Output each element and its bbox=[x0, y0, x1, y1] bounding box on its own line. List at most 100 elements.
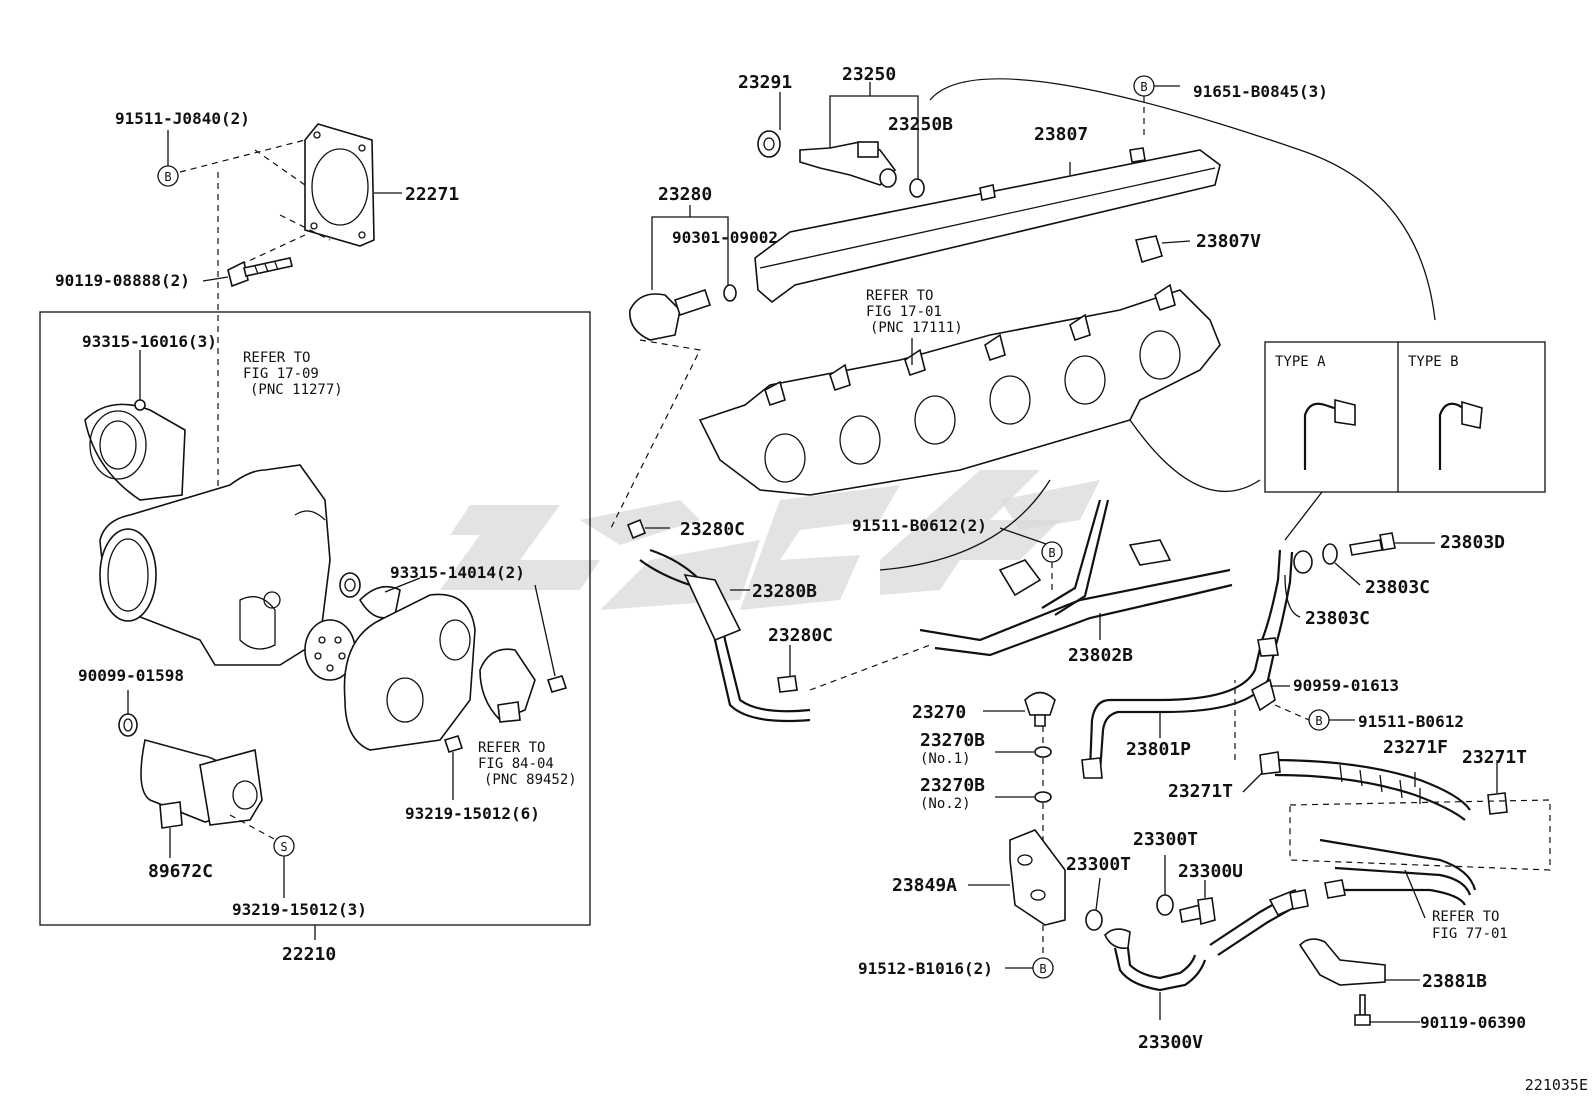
svg-text:B: B bbox=[1048, 546, 1055, 560]
svg-text:(PNC 11277): (PNC 11277) bbox=[250, 382, 343, 398]
throttle-adapter bbox=[84, 399, 186, 501]
fuel-hose-23271f bbox=[1269, 758, 1471, 821]
fuel-pipe-23802b bbox=[919, 499, 1233, 657]
label-23803c-a: 23803C bbox=[1365, 577, 1430, 598]
injector-seal-23291 bbox=[757, 130, 781, 158]
label-23803d: 23803D bbox=[1440, 532, 1505, 553]
bracket-90959-01613 bbox=[1250, 678, 1276, 712]
label-23300t-left: 23300T bbox=[1066, 854, 1131, 875]
svg-text:FIG 17-01: FIG 17-01 bbox=[866, 304, 942, 320]
svg-text:(PNC 17111): (PNC 17111) bbox=[870, 320, 963, 336]
clamp-23881b bbox=[1298, 938, 1386, 986]
seal-ring bbox=[339, 572, 361, 598]
clip-23280c-top bbox=[626, 518, 647, 540]
ref-fig-84-04: REFER TO FIG 84-04 (PNC 89452) bbox=[478, 740, 577, 788]
gasket-23270b-no1 bbox=[1034, 746, 1052, 758]
label-23300u: 23300U bbox=[1178, 861, 1243, 882]
type-b-label: TYPE B bbox=[1408, 354, 1459, 370]
label-91651-b0845: 91651-B0845(3) bbox=[1193, 82, 1328, 101]
figure-id: 221035E bbox=[1525, 1076, 1588, 1094]
pressure-regulator-23280 bbox=[629, 284, 737, 341]
symbol-s-93219: S bbox=[273, 835, 295, 857]
svg-text:FIG 17-09: FIG 17-09 bbox=[243, 366, 319, 382]
label-23881b: 23881B bbox=[1422, 971, 1487, 992]
label-22271: 22271 bbox=[405, 184, 459, 205]
o-ring-90099-01598 bbox=[118, 713, 138, 737]
label-23280c-bottom: 23280C bbox=[768, 625, 833, 646]
label-91512-b1016: 91512-B1016(2) bbox=[858, 959, 993, 978]
symbol-b-91651-b0845: B bbox=[1133, 75, 1155, 97]
bolt-90119-08888 bbox=[227, 257, 293, 288]
fuel-pipe-23801p bbox=[1081, 549, 1294, 779]
fuel-rail-23807 bbox=[754, 147, 1221, 304]
bracket-23849a bbox=[1009, 829, 1066, 926]
screw-93315-14014 bbox=[546, 675, 568, 693]
label-23807: 23807 bbox=[1034, 124, 1088, 145]
gasket-23300t-right bbox=[1156, 894, 1174, 916]
label-93315-16016: 93315-16016(3) bbox=[82, 332, 217, 351]
label-22210: 22210 bbox=[282, 944, 336, 965]
gasket-23300t-left bbox=[1085, 909, 1103, 931]
label-23270: 23270 bbox=[912, 702, 966, 723]
clip-23280c-bottom bbox=[777, 675, 798, 693]
label-91511-j0840: 91511-J0840(2) bbox=[115, 109, 250, 128]
hose-23280b bbox=[639, 548, 811, 723]
svg-text:REFER TO: REFER TO bbox=[243, 350, 310, 366]
union-bolt-23300u bbox=[1179, 897, 1216, 926]
symbol-b-91512-b1016: B bbox=[1032, 957, 1054, 979]
svg-text:FIG 84-04: FIG 84-04 bbox=[478, 756, 554, 772]
label-23280: 23280 bbox=[658, 184, 712, 205]
label-90119-08888: 90119-08888(2) bbox=[55, 271, 190, 290]
label-23270b-no2: 23270B bbox=[920, 775, 985, 796]
damper-23807v bbox=[1135, 235, 1163, 264]
label-23270b-no1: 23270B bbox=[920, 730, 985, 751]
screw-93219-15012-6 bbox=[443, 735, 464, 753]
type-legend: TYPE A TYPE B bbox=[1264, 341, 1546, 493]
label-23280b: 23280B bbox=[752, 581, 817, 602]
label-23271t-right: 23271T bbox=[1462, 747, 1527, 768]
label-23803c-b: 23803C bbox=[1305, 608, 1370, 629]
label-no1: (No.1) bbox=[920, 751, 971, 767]
label-no2: (No.2) bbox=[920, 796, 971, 812]
throttle-body-main bbox=[99, 464, 331, 666]
label-23291: 23291 bbox=[738, 72, 792, 93]
ref-fig-17-01: REFER TO FIG 17-01 (PNC 17111) bbox=[866, 288, 963, 336]
svg-text:(PNC 89452): (PNC 89452) bbox=[484, 772, 577, 788]
pulsation-damper-23270 bbox=[1024, 691, 1056, 727]
throttle-position-sensor bbox=[479, 648, 536, 723]
label-23801p: 23801P bbox=[1126, 739, 1191, 760]
gear-housing-cover bbox=[343, 593, 476, 751]
washer-23803c-b bbox=[1293, 550, 1313, 574]
svg-text:REFER TO: REFER TO bbox=[478, 740, 545, 756]
ref-fig-77-01: REFER TO FIG 77-01 bbox=[1432, 909, 1508, 942]
label-23849a: 23849A bbox=[892, 875, 957, 896]
label-91511-b0612: 91511-B0612 bbox=[1358, 712, 1464, 731]
intake-manifold bbox=[698, 283, 1221, 496]
label-90119-06390: 90119-06390 bbox=[1420, 1013, 1526, 1032]
clip-23271t-left bbox=[1259, 751, 1281, 775]
sensor-plate bbox=[358, 585, 401, 619]
label-23802b: 23802B bbox=[1068, 645, 1133, 666]
throttle-motor-89672c bbox=[140, 739, 263, 829]
label-90099-01598: 90099-01598 bbox=[78, 666, 184, 685]
o-ring-23250b bbox=[909, 178, 925, 198]
label-93219-15012-3: 93219-15012(3) bbox=[232, 900, 367, 919]
label-90959-01613: 90959-01613 bbox=[1293, 676, 1399, 695]
label-93219-15012-6: 93219-15012(6) bbox=[405, 804, 540, 823]
symbol-b-91511-j0840: B bbox=[157, 165, 179, 187]
label-93315-14014: 93315-14014(2) bbox=[390, 563, 525, 582]
fuel-hose-23300v bbox=[1104, 888, 1309, 992]
injector-23250 bbox=[799, 141, 897, 188]
svg-text:B: B bbox=[1039, 962, 1046, 976]
type-a-label: TYPE A bbox=[1275, 354, 1326, 370]
bolt-90119-06390 bbox=[1354, 994, 1371, 1026]
label-91511-b0612-2: 91511-B0612(2) bbox=[852, 516, 987, 535]
label-23280c-top: 23280C bbox=[680, 519, 745, 540]
gasket-22271 bbox=[304, 123, 375, 247]
label-23300t-right: 23300T bbox=[1133, 829, 1198, 850]
svg-text:B: B bbox=[1140, 80, 1147, 94]
label-23271t-left: 23271T bbox=[1168, 781, 1233, 802]
label-23271f: 23271F bbox=[1383, 737, 1448, 758]
washer-23803c-a bbox=[1322, 543, 1338, 565]
